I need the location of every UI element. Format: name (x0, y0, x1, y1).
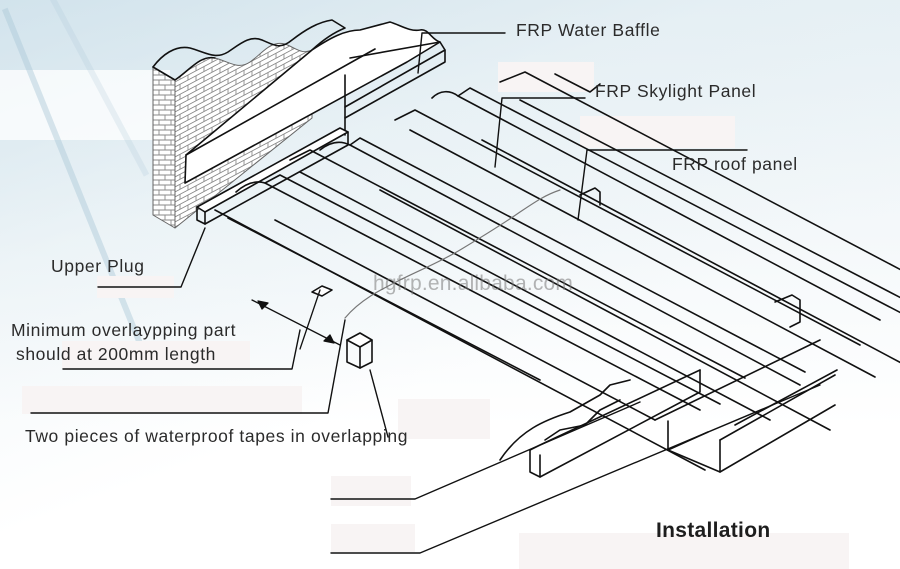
label-overlap-line2: should at 200mm length (16, 344, 216, 364)
blank-label-box (331, 524, 415, 552)
upper-plug-shape (196, 127, 349, 225)
diagram-title: Installation (656, 519, 771, 542)
roof-panel-lines (214, 71, 900, 471)
leader-lines (30, 32, 821, 554)
label-upper-plug: Upper Plug (51, 256, 145, 276)
leader-purlin (369, 369, 389, 438)
water-baffle-shape (184, 21, 446, 184)
leader-roof-panel (577, 149, 748, 221)
eave-purlin (311, 187, 801, 369)
blank-label-box (580, 116, 735, 148)
blank-label-box (331, 476, 411, 506)
blank-label-box (398, 399, 490, 439)
leader-eave-plug (330, 401, 641, 500)
leader-gutter (330, 384, 821, 554)
leader-upper-plug (97, 227, 206, 288)
label-skylight-panel: FRP Skylight Panel (595, 81, 757, 101)
blank-label-box (22, 386, 302, 414)
leader-overlap (62, 329, 301, 370)
watermark: hgfrp.en.alibaba.com (373, 272, 574, 295)
dimension-arrow (251, 289, 341, 350)
leader-water-baffle (417, 32, 506, 74)
blank-label-box (62, 341, 250, 369)
overlap-seam (344, 189, 561, 319)
gutter (499, 339, 838, 478)
label-water-baffle: FRP Water Baffle (516, 20, 661, 40)
label-waterproof-tapes: Two pieces of waterproof tapes in overla… (25, 426, 409, 446)
blank-label-box (519, 533, 849, 569)
leader-skylight-panel (494, 97, 586, 168)
leader-tape (30, 319, 346, 414)
background-band (0, 70, 170, 140)
label-roof-panel: FRP roof panel (672, 154, 798, 174)
label-overlap-line1: Minimum overlaypping part (11, 320, 237, 340)
